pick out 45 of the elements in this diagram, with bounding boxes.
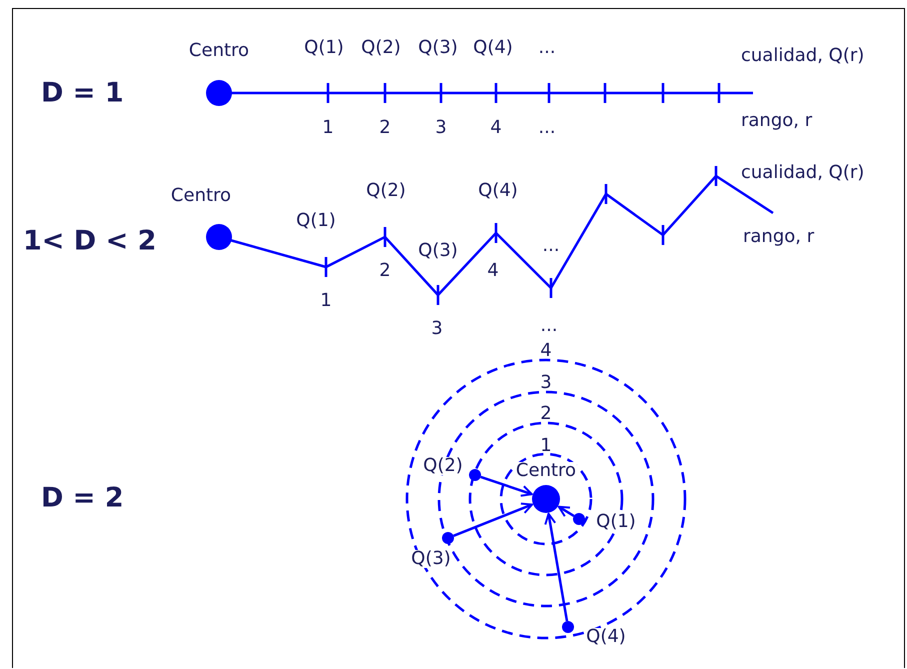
center-dot [532,485,560,513]
arrow [453,502,534,537]
axis-label: Q(1) [304,39,344,57]
axis-label: 2 [379,262,391,280]
point-dot [562,621,574,633]
axis-label: 2 [540,405,552,423]
axis-label: 3 [431,320,443,338]
axis-label: 3 [435,119,447,137]
axis-label: 4 [540,342,552,360]
axis-label: cualidad, Q(r) [741,47,864,65]
point-label: Q(1) [595,513,637,531]
axis-label: 1 [540,437,552,455]
axis-label: Q(4) [478,182,518,200]
axis-label: ... [538,39,556,57]
dimension-heading: D = 2 [41,484,124,512]
axis-label: 4 [487,262,499,280]
axis-label: 1 [322,119,334,137]
point-label: Q(4) [585,628,627,646]
point-dot [573,513,585,525]
axis-label: Q(2) [366,182,406,200]
axis-label: Centro [170,187,232,205]
arrow [480,476,533,497]
axis-label: ... [540,317,558,335]
arrow [558,506,575,518]
axis-label: Q(2) [361,39,401,57]
axis-label: rango, r [741,112,812,130]
axis-label: 2 [379,119,391,137]
axis-label: Q(3) [418,242,458,260]
axis-label: 3 [540,374,552,392]
point-dot [442,532,454,544]
axis-label: 1 [320,292,332,310]
axis-label: Q(3) [418,39,458,57]
dimension-heading: D = 1 [41,80,124,106]
point-dot [469,469,481,481]
axis-label: rango, r [743,228,814,246]
axis-label: ... [538,119,556,137]
axis-label: Q(1) [296,212,336,230]
point-label: Q(3) [410,550,452,568]
point-label: Q(2) [422,457,464,475]
axis-label: 4 [490,119,502,137]
axis-label: Q(4) [473,39,513,57]
axis-label: Centro [188,42,250,60]
axis-label: ... [542,237,560,255]
axis-label: cualidad, Q(r) [741,164,864,182]
dimension-heading: 1< D < 2 [23,228,156,254]
